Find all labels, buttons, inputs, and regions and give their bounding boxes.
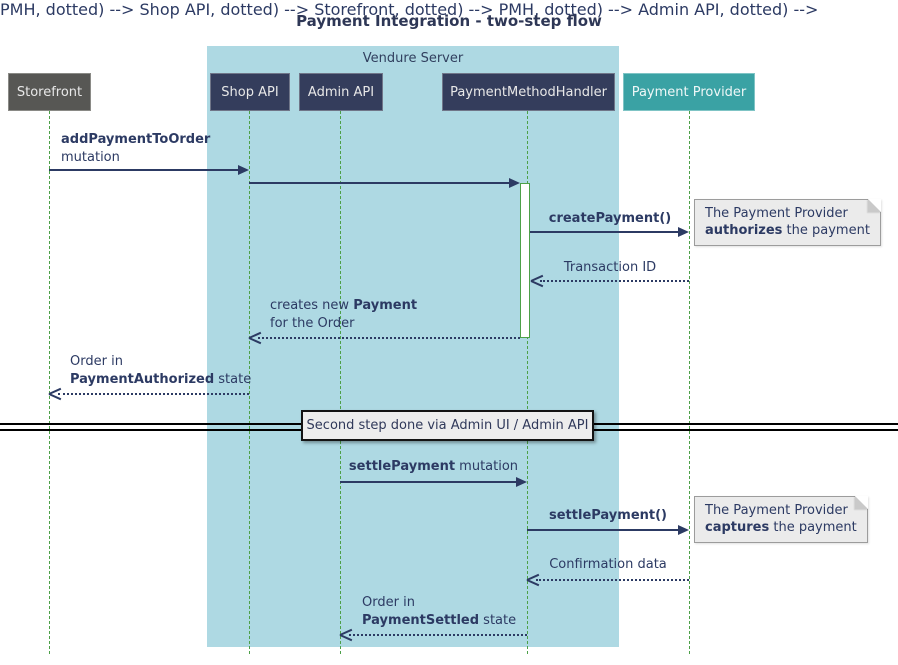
participant-admin-api: Admin API: [299, 73, 383, 111]
return-arrowhead-icon: [527, 573, 540, 587]
return-arrowhead-icon: [531, 274, 544, 288]
return-line: [536, 579, 689, 581]
divider: Second step done via Admin UI / Admin AP…: [301, 410, 594, 441]
message-label: Order in: [70, 354, 123, 369]
message-label: settlePayment(): [527, 507, 689, 524]
vendure-server-frame: [207, 46, 619, 647]
message-label: mutation: [61, 150, 120, 165]
message-label: Confirmation data: [549, 557, 667, 572]
note-line: The Payment Provider: [705, 503, 848, 518]
lifeline-storefront: [49, 111, 50, 654]
message-label-bold: Payment: [353, 298, 418, 313]
vendure-server-label: Vendure Server: [362, 51, 464, 66]
arrowhead-icon: [509, 178, 520, 188]
diagram-title: Payment Integration - two-step flow: [296, 12, 602, 30]
arrow-line: [527, 529, 678, 531]
message-label: for the Order: [270, 316, 355, 331]
participant-payment-provider: Payment Provider: [623, 73, 755, 111]
activation-bar: [520, 183, 530, 338]
return-arrowhead-icon: [340, 628, 353, 642]
message-label: settlePayment mutation: [340, 458, 527, 475]
note-rest: the payment: [782, 223, 870, 238]
arrowhead-icon: [678, 227, 689, 237]
message-label: PaymentSettled state: [362, 612, 516, 629]
arrowhead-icon: [238, 165, 249, 175]
note-captures: The Payment Provider captures the paymen…: [694, 496, 868, 543]
return-line: [58, 393, 249, 395]
divider-label: Second step done via Admin UI / Admin AP…: [306, 418, 589, 433]
message-label: Transaction ID: [563, 260, 657, 275]
return-line: [258, 337, 520, 339]
arrowhead-icon: [516, 477, 527, 487]
return-arrowhead-icon: [249, 331, 262, 345]
participant-storefront: Storefront: [8, 73, 91, 111]
note-line: captures the payment: [705, 519, 857, 536]
message-label-bold: settlePayment(): [549, 508, 667, 523]
note-line: authorizes the payment: [705, 222, 870, 239]
message-label-text: creates new: [270, 298, 354, 313]
message-label-text: state: [214, 372, 252, 387]
lifeline-payment-method-handler: [527, 111, 528, 654]
message-label-bold: addPaymentToOrder: [61, 132, 211, 147]
return-line: [349, 634, 527, 636]
message-label: createPayment(): [530, 210, 690, 227]
message-label-bold: settlePayment: [348, 459, 456, 474]
message-label-bold: PaymentAuthorized: [70, 372, 215, 387]
lifeline-payment-provider: [689, 111, 690, 654]
participant-payment-method-handler: PaymentMethodHandler: [442, 73, 615, 111]
message-label-text: state: [479, 613, 517, 628]
participant-shop-api: Shop API: [210, 73, 290, 111]
return-arrowhead-icon: [49, 387, 62, 401]
message-label-bold: createPayment(): [548, 211, 672, 226]
note-bold: captures: [705, 520, 770, 535]
message-label: creates new Payment: [270, 297, 417, 314]
message-label-text: mutation: [455, 459, 519, 474]
return-line: [540, 280, 689, 282]
note-rest: the payment: [769, 520, 857, 535]
message-label: Order in: [362, 595, 415, 610]
arrowhead-icon: [678, 525, 689, 535]
message-label: PaymentAuthorized state: [70, 371, 251, 388]
arrow-line: [530, 231, 678, 233]
arrow-line: [249, 182, 509, 184]
note-line: The Payment Provider: [705, 206, 848, 221]
note-authorizes: The Payment Provider authorizes the paym…: [694, 199, 881, 246]
note-bold: authorizes: [705, 223, 783, 238]
arrow-line: [49, 169, 238, 171]
message-label: addPaymentToOrder: [61, 131, 210, 148]
arrow-line: [340, 481, 516, 483]
lifeline-shop-api: [249, 111, 250, 654]
lifeline-admin-api: [340, 111, 341, 654]
message-label-bold: PaymentSettled: [362, 613, 480, 628]
